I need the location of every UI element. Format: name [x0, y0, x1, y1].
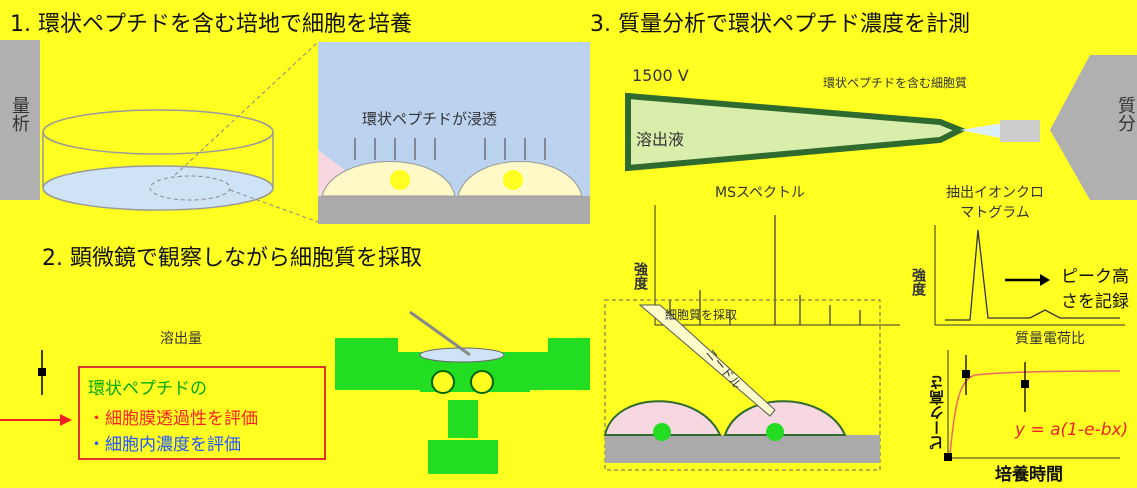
- fit-plot: [944, 350, 1121, 461]
- left-device-slab: [0, 40, 40, 200]
- capillary: [625, 92, 1040, 172]
- xic-ylabel: 強度: [910, 268, 926, 296]
- needle-tip-label: 細胞質を採取: [665, 308, 738, 322]
- needle-panel: [603, 299, 881, 471]
- right-device-label: 質分: [1115, 96, 1136, 132]
- evaluation-item-1: ・細胞膜透過性を評価: [88, 409, 258, 429]
- evaluation-item-2: ・細胞内濃度を評価: [88, 435, 241, 455]
- fit-ylabel: ピーク高さ: [928, 375, 946, 450]
- needle-line: [409, 310, 471, 357]
- zoom-line-2: [229, 189, 319, 223]
- cell-panel: [318, 42, 590, 224]
- voltage-label: 1500 V: [632, 66, 689, 85]
- cell-panel-label: 環状ペプチドが浸透: [362, 110, 498, 128]
- eluent-label: 溶出液: [636, 130, 685, 149]
- fit-xlabel: 培養時間: [995, 465, 1063, 485]
- ms-xlabel: 溶出量: [160, 331, 202, 347]
- eval-arrow-head: [60, 414, 72, 426]
- left-marker: [38, 368, 46, 376]
- evaluation-title: 環状ペプチドの: [88, 379, 207, 399]
- xic-xlabel: 質量電荷比: [1015, 331, 1085, 347]
- cytoplasm-label: 環状ペプチドを含む細胞質: [822, 76, 967, 90]
- fit-equation: y = a(1-e-bx): [1015, 420, 1129, 440]
- zoom-line-1: [174, 41, 319, 176]
- xic-chromatogram: [934, 225, 1125, 326]
- left-device-label: 量析: [9, 96, 30, 132]
- evaluation-box: 環状ペプチドの ・細胞膜透過性を評価 ・細胞内濃度を評価: [78, 366, 326, 460]
- right-device-slab: [1050, 55, 1137, 200]
- ms-spectrum-title: MSスペクトル: [715, 185, 805, 201]
- microscope: [335, 338, 590, 474]
- record-note: ピーク高さを記録: [1061, 267, 1129, 312]
- step1-heading: 1. 環状ペプチドを含む培地で細胞を培養: [10, 12, 412, 37]
- xic-title: 抽出イオンクロマトグラム: [946, 185, 1044, 221]
- petri-dish: [42, 109, 274, 211]
- ms-ylabel: 強度: [632, 262, 648, 290]
- step3-heading: 3. 質量分析で環状ペプチド濃度を計測: [590, 12, 970, 37]
- step2-heading: 2. 顕微鏡で観察しながら細胞質を採取: [42, 246, 422, 271]
